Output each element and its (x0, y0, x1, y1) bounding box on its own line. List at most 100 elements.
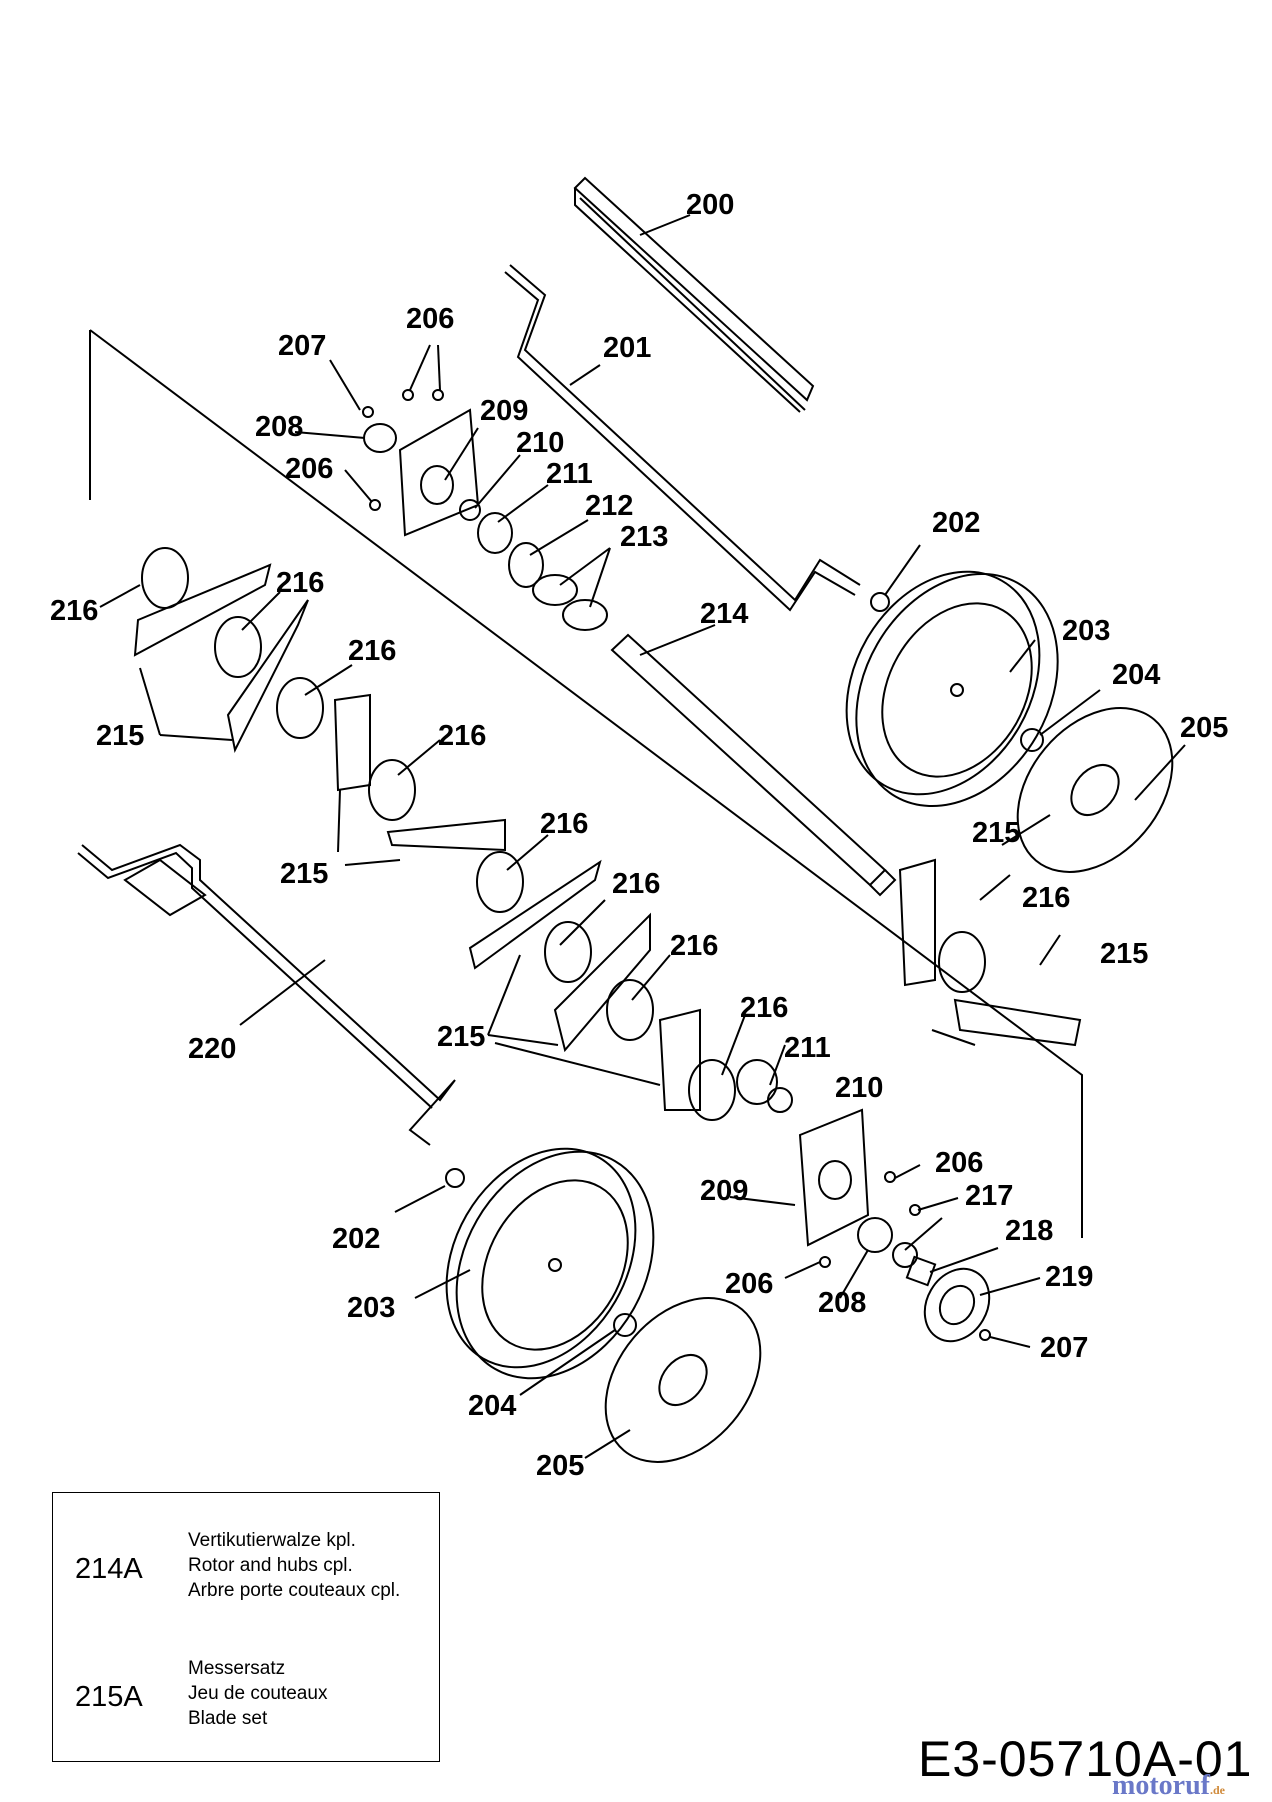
part-220-handle (77, 843, 456, 1146)
callout-204: 204 (1112, 659, 1160, 691)
legend-desc-215A: Messersatz Jeu de couteaux Blade set (188, 1656, 327, 1731)
part-206-bolt-d (884, 1171, 896, 1183)
part-207-bolt-lower (979, 1329, 991, 1341)
callout-218: 218 (1005, 1215, 1053, 1247)
part-215-blade-9 (953, 998, 1082, 1047)
legend-line: Blade set (188, 1708, 268, 1729)
callout-207: 207 (1040, 1332, 1088, 1364)
part-208-bearing-lower (857, 1217, 893, 1253)
callout-206: 206 (725, 1268, 773, 1300)
part-219-gear (923, 1267, 991, 1343)
callout-205: 205 (1180, 712, 1228, 744)
part-215-blade-4 (386, 818, 506, 852)
part-206-bolt-a (402, 389, 414, 401)
part-211-ring-upper (477, 512, 513, 554)
part-209-plate-lower (798, 1108, 870, 1247)
callout-215: 215 (972, 817, 1020, 849)
legend-line: Vertikutierwalze kpl. (188, 1530, 356, 1551)
envelope-line-upper (89, 329, 1083, 1238)
legend-code-215A: 215A (75, 1681, 143, 1713)
callout-216: 216 (348, 635, 396, 667)
part-210-ring-lower (767, 1087, 793, 1113)
callout-216: 216 (740, 992, 788, 1024)
part-213-washer-a (532, 574, 578, 606)
callout-202: 202 (332, 1223, 380, 1255)
part-216-sleeve-5 (476, 851, 524, 913)
part-215-blade-7 (658, 1008, 701, 1111)
part-215-blade-6 (553, 912, 651, 1053)
callout-216: 216 (1022, 882, 1070, 914)
legend-code-214A: 214A (75, 1553, 143, 1585)
callout-210: 210 (835, 1072, 883, 1104)
callout-206: 206 (935, 1147, 983, 1179)
callout-206: 206 (406, 303, 454, 335)
part-216-sleeve-3 (276, 677, 324, 739)
callout-211: 211 (784, 1032, 831, 1064)
part-202-washer-lower (445, 1168, 465, 1188)
callout-215: 215 (1100, 938, 1148, 970)
part-216-sleeve-8 (688, 1059, 736, 1121)
part-205-hubcap-upper (1016, 707, 1174, 873)
part-217-ring (892, 1242, 918, 1268)
part-208-bearing-upper (363, 423, 397, 453)
part-205-hubcap-lower (604, 1297, 762, 1463)
callout-203: 203 (347, 1292, 395, 1324)
part-212-sleeve (508, 542, 544, 588)
part-200-bar (573, 176, 815, 413)
legend-line: Rotor and hubs cpl. (188, 1555, 353, 1576)
callout-209: 209 (480, 395, 528, 427)
part-202-washer-upper (870, 592, 890, 612)
part-209-plate-upper (398, 408, 480, 537)
part-213-washer-b (562, 599, 608, 631)
part-216-sleeve-4 (368, 759, 416, 821)
part-216-sleeve-6 (544, 921, 592, 983)
callout-212: 212 (585, 490, 633, 522)
callout-202: 202 (932, 507, 980, 539)
watermark-logo: motoruf.de (1112, 1770, 1225, 1802)
part-215-blade-5 (468, 859, 602, 970)
part-203-wheel-lower (445, 1147, 655, 1380)
part-216-sleeve-2 (214, 616, 262, 678)
callout-206: 206 (285, 453, 333, 485)
callout-204: 204 (468, 1390, 516, 1422)
callout-219: 219 (1045, 1261, 1093, 1293)
callout-200: 200 (686, 189, 734, 221)
legend-line: Arbre porte couteaux cpl. (188, 1580, 401, 1601)
callout-215: 215 (280, 858, 328, 890)
part-211-ring-lower (736, 1059, 778, 1105)
callout-217: 217 (965, 1180, 1013, 1212)
part-216-sleeve-7 (606, 979, 654, 1041)
callout-201: 201 (603, 332, 651, 364)
legend-desc-214A: Vertikutierwalze kpl. Rotor and hubs cpl… (188, 1528, 400, 1603)
callout-203: 203 (1062, 615, 1110, 647)
part-204-nut-upper (1020, 728, 1044, 752)
callout-216: 216 (438, 720, 486, 752)
callout-213: 213 (620, 521, 668, 553)
part-216-sleeve-9 (938, 931, 986, 993)
callout-209: 209 (700, 1175, 748, 1207)
callout-208: 208 (255, 411, 303, 443)
drawing-number: E3-05710A-01 (918, 1731, 1253, 1787)
callout-216: 216 (276, 567, 324, 599)
part-203-wheel-upper (845, 570, 1059, 808)
part-215-blade-8 (898, 858, 936, 987)
callout-216: 216 (670, 930, 718, 962)
part-215-blade-1 (133, 563, 272, 657)
legend-line: Messersatz (188, 1658, 286, 1679)
part-214-shaft (610, 633, 897, 897)
part-215-blade-3 (333, 693, 371, 792)
part-210-ring-upper (459, 499, 481, 521)
watermark-brand: motoruf (1112, 1770, 1210, 1801)
callout-211: 211 (546, 458, 593, 490)
callout-214: 214 (700, 598, 748, 630)
callout-216: 216 (540, 808, 588, 840)
callout-205: 205 (536, 1450, 584, 1482)
part-206-bolt-c (369, 499, 381, 511)
callout-215: 215 (437, 1021, 485, 1053)
callout-207: 207 (278, 330, 326, 362)
callout-210: 210 (516, 427, 564, 459)
callout-labels: 200 201 202 203 204 205 206 207 208 209 … (50, 189, 1228, 1482)
parts-legend-box: 214A Vertikutierwalze kpl. Rotor and hub… (52, 1492, 440, 1762)
part-206-bolt-b (432, 389, 444, 401)
